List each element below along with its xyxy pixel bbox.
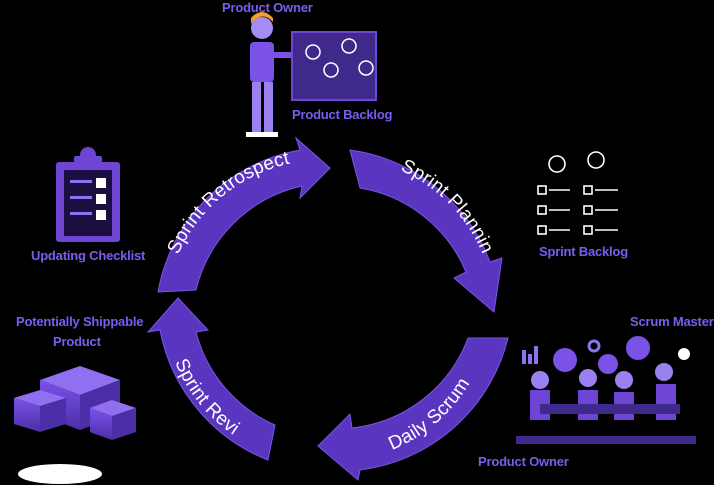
product-owner-top-label: Product Owner [222,0,313,15]
potentially-shippable-label-line1: Potentially Shippable [16,314,144,329]
scrum-master-label: Scrum Master [630,314,714,329]
stage-label-retrospective: Sprint Retrospective [0,0,292,257]
team-meeting-icon [516,336,696,444]
idea-board-icon [291,31,377,101]
product-owner-bottom-label: Product Owner [478,454,569,469]
arc-sprint-review [146,297,276,461]
arc-daily-scrum [317,337,509,481]
sprint-backlog-icon [537,151,618,235]
arc-sprint-retrospective [157,136,331,293]
sprint-backlog-label: Sprint Backlog [539,244,628,259]
arc-sprint-planning [349,149,503,313]
gear-icon [587,339,601,353]
product-owner-top-person-icon [246,12,292,137]
cycle-arcs [146,136,509,481]
checklist-icon [56,147,120,242]
potentially-shippable-label-line2: Product [53,334,101,349]
product-backlog-label: Product Backlog [292,107,393,122]
updating-checklist-label: Updating Checklist [31,248,146,263]
boxes-icon [14,366,136,484]
